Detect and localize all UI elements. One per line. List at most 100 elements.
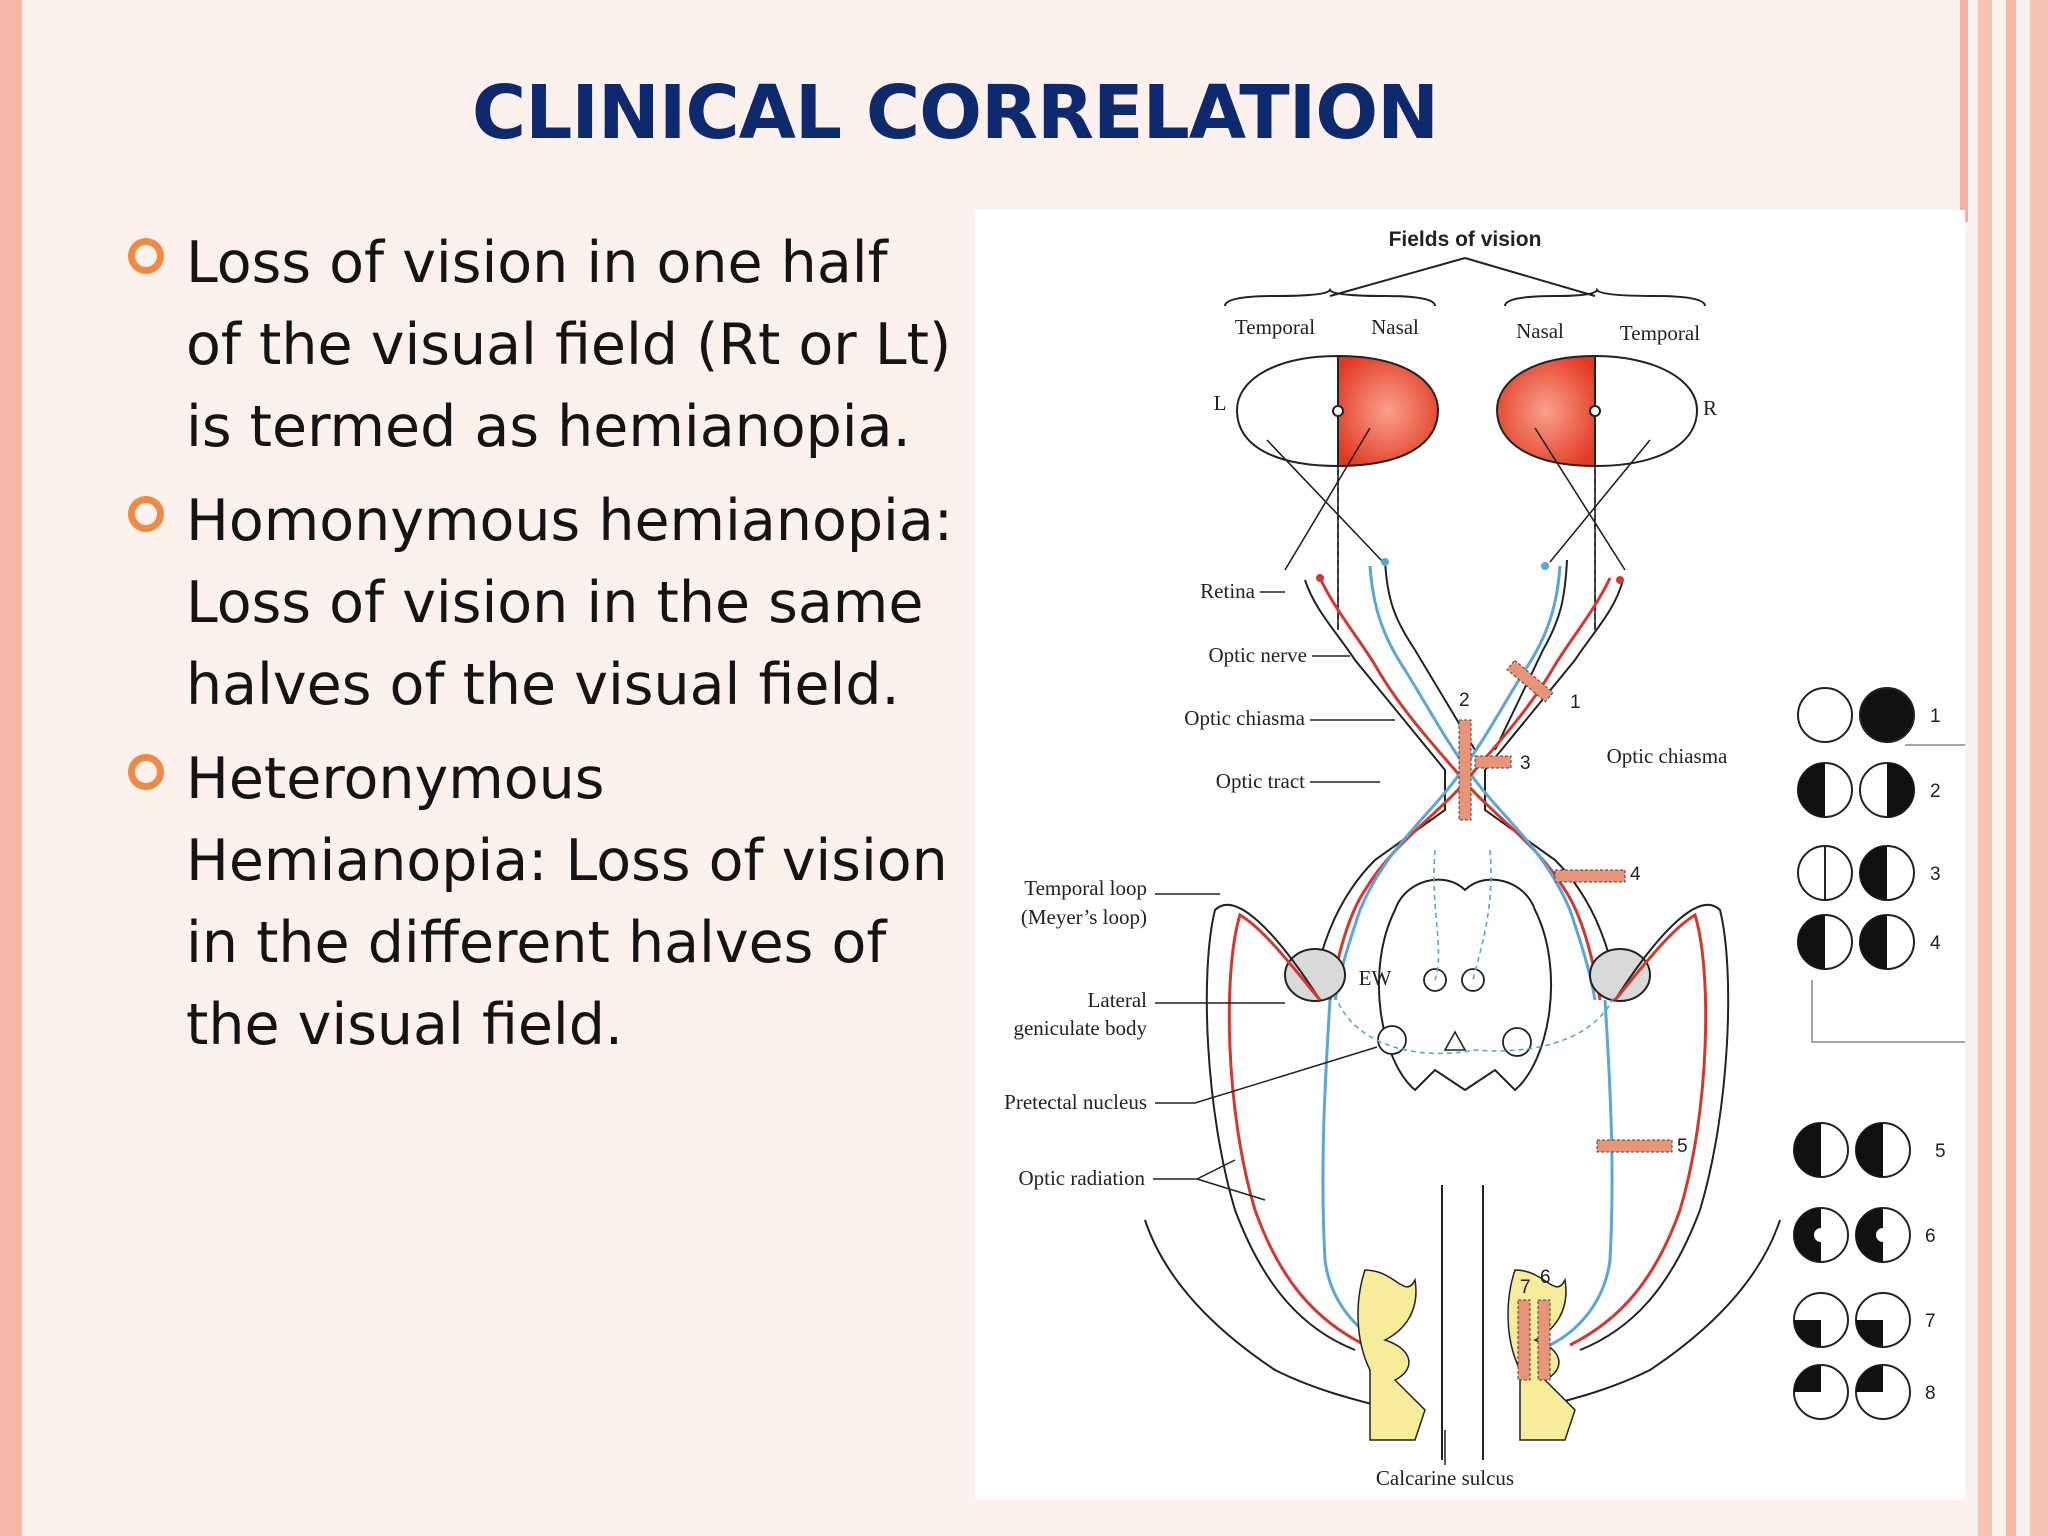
circle-bullet-icon [128, 238, 164, 274]
fields-of-vision-label: Fields of vision [1389, 228, 1542, 251]
lesion-number: 2 [1459, 690, 1470, 711]
lesion-marker [1517, 1299, 1531, 1381]
temporal-loop-label: Temporal loop [1024, 876, 1147, 900]
right-border-stripe [1978, 0, 1992, 1536]
circle-bullet-icon [128, 496, 164, 532]
blue-fiber-crossing-right [1368, 565, 1597, 1001]
right-bracket [1504, 287, 1706, 307]
left-eye-field [1235, 354, 1440, 468]
bullet-item: Heteronymous Hemianopia: Loss of vision … [126, 738, 956, 1066]
lesion-number: 6 [1540, 1267, 1551, 1288]
red-fiber-crossing-left [1328, 577, 1612, 1001]
left-occipital-outline [1144, 1219, 1396, 1411]
pretectal-leader [1155, 1046, 1378, 1104]
ew-label: EW [1359, 966, 1392, 990]
left-border-stripe [0, 0, 22, 1536]
blue-fiber-crossing-left [1333, 565, 1562, 1001]
left-meyer-loop-fiber [1227, 912, 1366, 1347]
left-eye-label: L [1214, 391, 1227, 415]
retina-dot [1616, 576, 1624, 584]
left-temporal-loop-outline [1205, 903, 1356, 1351]
pretectal-nucleus [1502, 1027, 1532, 1057]
visual-pathway-diagram: Fields of vision Temporal Nasal Nasal Te… [975, 210, 1965, 1500]
bullet-item: Homonymous hemianopia: Loss of vision in… [126, 480, 956, 726]
field-defect-7 [1793, 1292, 1911, 1348]
slide-title: CLINICAL CORRELATION [471, 70, 1439, 156]
field-defect-5 [1793, 1122, 1911, 1178]
lateral-geniculate-label: Lateral [1088, 988, 1148, 1012]
calcarine-sulcus-label: Calcarine sulcus [1376, 1466, 1514, 1490]
optic-radiation-leader [1153, 1159, 1266, 1201]
right-eye-label: R [1703, 396, 1717, 420]
optic-tract-label: Optic tract [1216, 769, 1305, 793]
aqueduct [1443, 1030, 1467, 1051]
left-lateral-geniculate-body [1284, 948, 1346, 1002]
left-bracket [1224, 287, 1436, 307]
lesion-number: 4 [1630, 864, 1641, 885]
field-defect-3 [1797, 845, 1915, 901]
lesion-marker [1474, 755, 1512, 769]
right-eye-field [1495, 354, 1699, 468]
right-border-stripe [2030, 0, 2048, 1536]
bullet-text: Heteronymous Hemianopia: Loss of vision … [186, 746, 948, 1058]
retina-dot [1541, 562, 1549, 570]
lesion-number: 1 [1570, 692, 1581, 713]
bullet-text: Loss of vision in one half of the visual… [186, 230, 952, 460]
lesion-marker [1596, 1139, 1673, 1153]
right-optic-chiasma-label: Optic chiasma [1607, 744, 1728, 768]
field-defect-number: 5 [1935, 1141, 1946, 1162]
lesion-number: 3 [1520, 753, 1531, 774]
bullet-list: Loss of vision in one half of the visual… [126, 222, 956, 1078]
ew-nucleus [1461, 968, 1485, 992]
left-projection-lines [1266, 427, 1384, 630]
retina-label: Retina [1200, 579, 1255, 603]
defect-group-bracket [1811, 744, 1965, 1043]
pretectal-nucleus [1377, 1025, 1407, 1055]
right-nasal-label: Nasal [1516, 319, 1564, 343]
right-border-stripe [2006, 0, 2016, 1536]
left-temporal-label: Temporal [1235, 315, 1315, 339]
geniculate-body-label: geniculate body [1013, 1016, 1147, 1040]
retina-dot [1316, 574, 1324, 582]
header-bracket [1329, 257, 1596, 297]
lesion-number: 5 [1677, 1136, 1688, 1157]
field-defect-number: 7 [1925, 1311, 1936, 1332]
field-defect-number: 6 [1925, 1226, 1936, 1247]
bullet-item: Loss of vision in one half of the visual… [126, 222, 956, 468]
right-meyer-loop-fiber [1569, 912, 1708, 1347]
field-defect-1 [1797, 687, 1915, 743]
left-nasal-label: Nasal [1371, 315, 1419, 339]
field-defect-number: 2 [1930, 781, 1941, 802]
lesion-marker [1554, 869, 1626, 883]
field-defect-number: 8 [1925, 1383, 1936, 1404]
meyers-loop-label: (Meyer’s loop) [1021, 905, 1147, 929]
pretectal-fibers [1334, 994, 1616, 1055]
left-visual-cortex [1357, 1269, 1426, 1441]
optic-radiation-label: Optic radiation [1018, 1166, 1145, 1190]
right-border-stripe [1960, 0, 1968, 222]
lesion-number: 7 [1520, 1277, 1531, 1298]
circle-bullet-icon [128, 754, 164, 790]
interhemispheric-fissure [1441, 1185, 1484, 1460]
bullet-text: Homonymous hemianopia: Loss of vision in… [186, 488, 953, 718]
right-temporal-loop-outline [1579, 903, 1730, 1351]
optic-nerve-outline [1384, 559, 1568, 751]
optic-nerve-label: Optic nerve [1208, 643, 1307, 667]
lesion-marker [1537, 1299, 1551, 1381]
lesion-marker [1458, 719, 1472, 821]
field-defect-number: 1 [1930, 706, 1941, 727]
lesion-marker [1506, 659, 1554, 703]
field-defect-2 [1797, 762, 1915, 818]
pupillary-fibers [1433, 849, 1492, 981]
right-temporal-label: Temporal [1620, 321, 1700, 345]
pretectal-nucleus-label: Pretectal nucleus [1004, 1090, 1147, 1114]
optic-chiasma-label: Optic chiasma [1184, 706, 1305, 730]
red-fiber-crossing [1318, 577, 1602, 1001]
field-defect-8 [1793, 1364, 1911, 1420]
figure-background [975, 210, 1965, 1500]
field-defect-number: 3 [1930, 864, 1941, 885]
right-lateral-geniculate-body [1589, 948, 1651, 1002]
retina-dot [1381, 558, 1389, 566]
field-defect-6 [1793, 1207, 1911, 1263]
